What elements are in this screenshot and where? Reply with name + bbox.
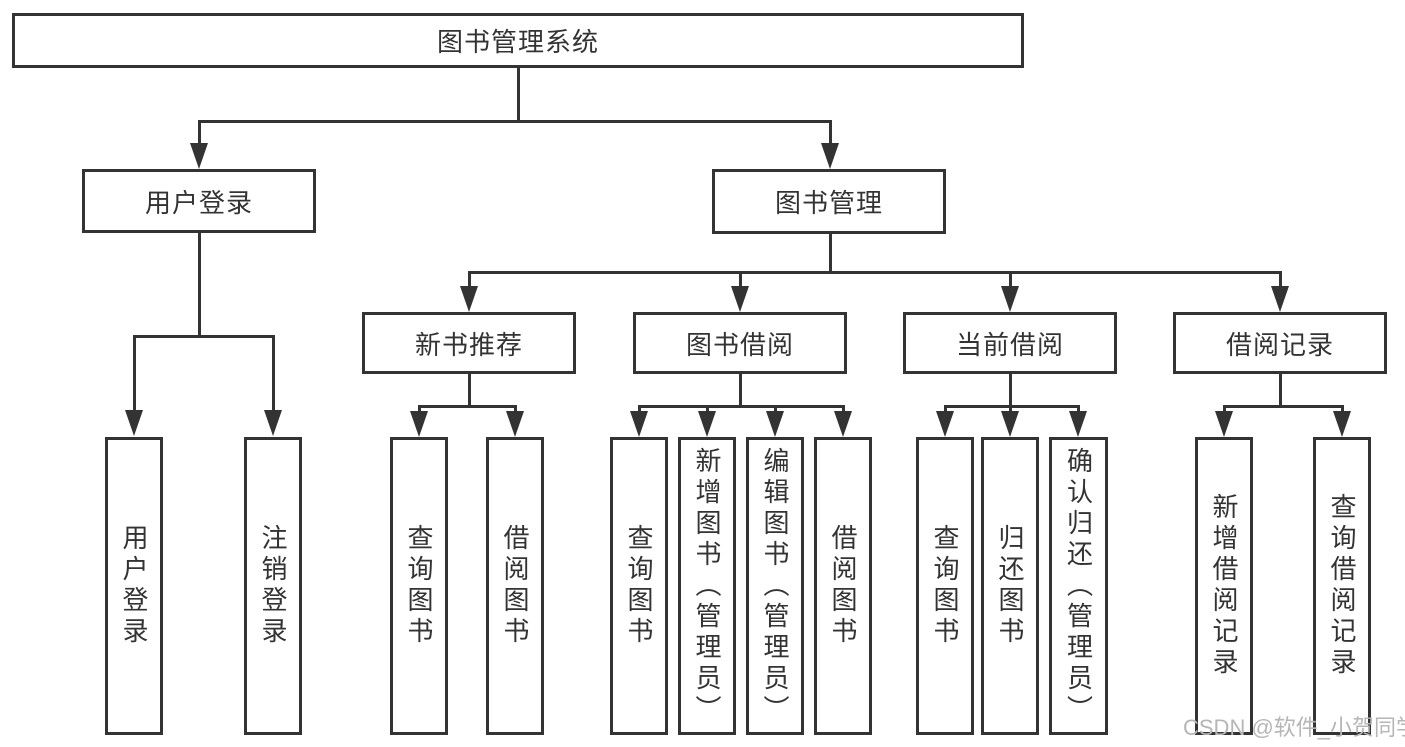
arrow-down-icon <box>1271 274 1289 312</box>
leaf-recommend-borrow-books: 借阅图书 <box>486 437 544 735</box>
arrow-down-icon <box>766 408 784 437</box>
arrow-down-icon <box>460 274 478 312</box>
arrow-down-icon <box>1333 408 1351 437</box>
leaf-borrow-borrow-books-label: 借阅图书 <box>828 524 858 648</box>
arrow-down-icon <box>936 408 954 437</box>
node-book-management-label: 图书管理 <box>774 188 883 218</box>
node-user-login: 用户登录 <box>82 169 316 233</box>
connector-login-split <box>132 335 275 338</box>
arrow-down-icon <box>1069 408 1087 437</box>
arrow-down-icon <box>410 408 428 437</box>
leaf-records-add-record-label: 新增借阅记录 <box>1209 493 1239 679</box>
arrow-down-icon <box>190 123 208 169</box>
leaf-current-query-books: 查询图书 <box>916 437 974 735</box>
leaf-recommend-query-books: 查询图书 <box>390 437 448 735</box>
arrow-down-icon <box>1215 408 1233 437</box>
connector-borrow-stem <box>738 374 742 408</box>
leaf-current-query-books-label: 查询图书 <box>930 524 960 648</box>
arrow-down-icon <box>698 408 716 437</box>
leaf-borrow-edit-books-admin-label: 编辑图书（管理员） <box>760 446 790 726</box>
leaf-borrow-add-books-admin: 新增图书（管理员） <box>678 437 736 735</box>
node-book-borrow-label: 图书借阅 <box>685 329 794 360</box>
leaf-borrow-borrow-books: 借阅图书 <box>814 437 872 735</box>
leaf-borrow-query-books: 查询图书 <box>610 437 668 735</box>
leaf-current-return-books-label: 归还图书 <box>995 524 1025 648</box>
node-borrow-records: 借阅记录 <box>1173 312 1387 374</box>
arrow-down-icon <box>506 408 524 437</box>
leaf-current-confirm-return-admin-label: 确认归还（管理员） <box>1063 446 1094 726</box>
arrow-down-icon <box>731 274 749 312</box>
connector-management-stem <box>828 234 832 274</box>
leaf-current-return-books: 归还图书 <box>981 437 1039 735</box>
leaf-logout-login: 注销登录 <box>244 437 302 735</box>
connector-borrow-split <box>637 405 845 408</box>
csdn-watermark: CSDN @软件_小贺同学 <box>1183 715 1405 740</box>
node-book-borrow: 图书借阅 <box>633 312 847 374</box>
connector-records-stem <box>1278 374 1282 408</box>
arrow-down-icon <box>125 338 143 436</box>
connector-recommend-split <box>417 405 517 408</box>
arrow-down-icon <box>821 123 839 169</box>
node-root: 图书管理系统 <box>12 13 1024 68</box>
leaf-logout-login-label: 注销登录 <box>258 524 288 648</box>
leaf-borrow-query-books-label: 查询图书 <box>624 524 654 648</box>
node-new-book-recommend-label: 新书推荐 <box>414 329 523 360</box>
arrow-down-icon <box>630 408 648 437</box>
node-current-borrow-label: 当前借阅 <box>955 329 1064 360</box>
connector-level2-split <box>197 120 832 123</box>
leaf-user-login: 用户登录 <box>105 437 163 735</box>
connector-current-stem <box>1008 374 1012 408</box>
leaf-recommend-borrow-books-label: 借阅图书 <box>500 524 530 648</box>
node-current-borrow: 当前借阅 <box>903 312 1117 374</box>
connector-records-split <box>1222 405 1344 408</box>
leaf-current-confirm-return-admin: 确认归还（管理员） <box>1049 437 1108 735</box>
arrow-down-icon <box>264 338 282 436</box>
node-borrow-records-label: 借阅记录 <box>1225 329 1334 360</box>
arrow-down-icon <box>834 408 852 437</box>
node-new-book-recommend: 新书推荐 <box>362 312 576 374</box>
leaf-records-query-record-label: 查询借阅记录 <box>1327 493 1357 679</box>
leaf-borrow-edit-books-admin: 编辑图书（管理员） <box>746 437 804 735</box>
node-book-management: 图书管理 <box>712 169 946 234</box>
leaf-records-query-record: 查询借阅记录 <box>1313 437 1371 735</box>
connector-login-stem <box>197 233 201 338</box>
leaf-recommend-query-books-label: 查询图书 <box>404 524 434 648</box>
connector-recommend-stem <box>467 374 471 408</box>
node-user-login-label: 用户登录 <box>144 187 253 218</box>
connector-current-split <box>943 405 1080 408</box>
arrow-down-icon <box>1001 408 1019 437</box>
connector-level3-split <box>467 271 1282 274</box>
arrow-down-icon <box>1001 274 1019 312</box>
leaf-user-login-label: 用户登录 <box>119 524 149 648</box>
node-root-label: 图书管理系统 <box>436 27 599 57</box>
leaf-records-add-record: 新增借阅记录 <box>1195 437 1253 735</box>
leaf-borrow-add-books-admin-label: 新增图书（管理员） <box>692 446 722 726</box>
connector-root-stem <box>516 68 520 123</box>
